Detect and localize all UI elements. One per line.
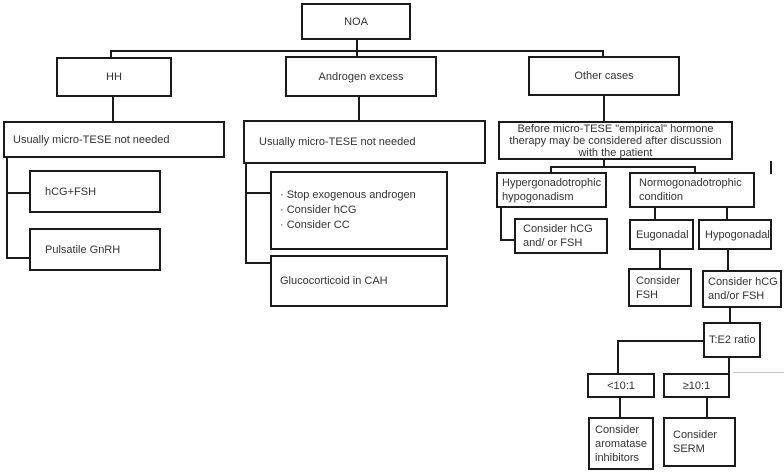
edge-ge-to-serm [706, 398, 708, 417]
node-noa: NOA [301, 3, 411, 40]
node-other-cases: Other cases [528, 56, 680, 96]
edge-te2-left-horizontal [617, 340, 703, 342]
node-consider-serm: Consider SERM [663, 417, 736, 467]
node-te2-ratio: T:E2 ratio [703, 322, 761, 358]
node-hh: HH [56, 57, 172, 97]
node-hypergonadotrophic: Hypergonadotrophic hypogonadism [496, 172, 607, 208]
edge-normo-to-hypogonadal [726, 208, 728, 220]
edge-before-feed [603, 160, 605, 168]
edge-right-bus [550, 166, 696, 168]
node-hcg-plus-fsh: hCG+FSH [29, 170, 161, 213]
edge-te2-left-vertical [617, 340, 619, 373]
edge-left-elbow-pulsatile [6, 257, 30, 259]
node-glucocorticoid-cah: Glucocorticoid in CAH [270, 255, 448, 307]
edge-eugonadal-down [659, 249, 661, 268]
stray-tick-artifact [770, 161, 772, 174]
node-pulsatile-gnrh: Pulsatile GnRH [29, 228, 161, 271]
node-normogonadotrophic: Normogonadotrophic condition [629, 172, 755, 208]
edge-hypogonadal-down [727, 249, 729, 270]
edge-top-bus [110, 50, 604, 52]
edge-hcg-to-te2 [729, 307, 731, 322]
edge-mid-trunk [245, 162, 247, 264]
node-consider-hcg-andor-fsh: Consider hCG and/or FSH [702, 270, 782, 308]
node-consider-fsh: Consider FSH [628, 268, 692, 307]
node-before-micro-tese: Before micro-TESE "empirical" hormone th… [498, 121, 733, 160]
edge-bus-to-hyper [550, 166, 552, 173]
faint-scan-line [733, 372, 784, 373]
edge-hyper-trunk [500, 208, 502, 241]
edge-other-down [603, 95, 605, 122]
node-consider-aromatase: Consider aromatase inhibitors [588, 417, 654, 470]
node-stop-exogenous-list: · Stop exogenous androgen · Consider hCG… [270, 171, 448, 250]
node-usually-no-tese-left: Usually micro-TESE not needed [3, 121, 225, 158]
node-androgen-excess: Androgen excess [285, 56, 437, 97]
node-eugonadal: Eugonadal [629, 219, 694, 250]
edge-bus-to-normo [694, 166, 696, 173]
node-consider-hcg-or-fsh: Consider hCG and/ or FSH [514, 218, 608, 254]
edge-noa-to-androgen [356, 39, 358, 56]
node-usually-no-tese-mid: Usually micro-TESE not needed [243, 120, 486, 164]
edge-hyper-elbow [500, 239, 515, 241]
edge-bus-to-hh [110, 50, 112, 57]
edge-hh-down [112, 97, 114, 122]
node-ratio-ge-10: ≥10:1 [663, 373, 730, 398]
node-hypogonadal: Hypogonadal [698, 219, 772, 250]
edge-normo-to-eugonadal [654, 208, 656, 220]
node-ratio-lt-10: <10:1 [587, 373, 655, 398]
edge-te2-down [728, 358, 730, 373]
edge-lt-to-aromatase [619, 398, 621, 417]
edge-bus-to-other [602, 50, 604, 57]
edge-left-trunk [6, 157, 8, 259]
edge-left-elbow-hcgfsh [6, 192, 30, 194]
edge-mid-elbow-stop [245, 192, 271, 194]
edge-mid-elbow-gluco [245, 262, 271, 264]
edge-androgen-down [358, 96, 360, 120]
